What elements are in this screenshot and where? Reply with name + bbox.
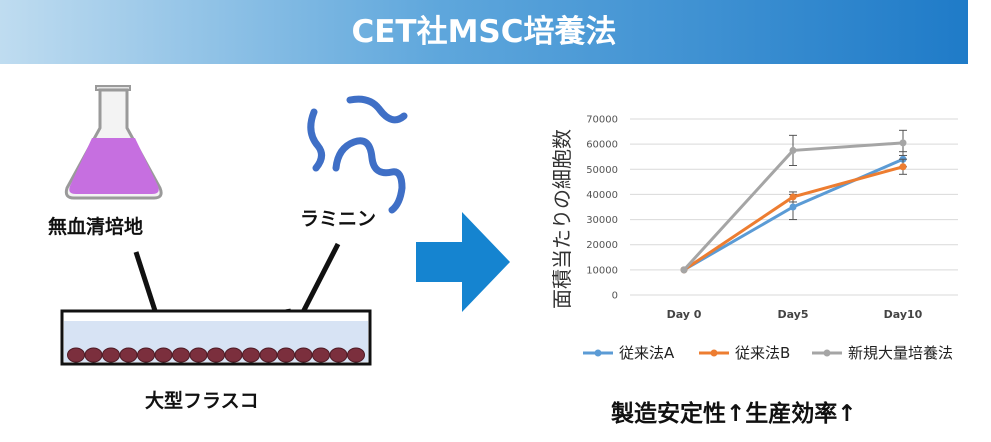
data-point: [899, 163, 907, 171]
cell: [277, 347, 295, 363]
conclusion-label: 製造安定性↑生産効率↑: [611, 401, 857, 427]
cell: [242, 347, 260, 363]
cell: [259, 347, 278, 363]
legend-label: 新規大量培養法: [848, 344, 953, 362]
process-arrow-icon: [416, 212, 510, 312]
cell-count-chart: 0 10000 20000 30000 40000 50000 60000 70000Day …: [550, 115, 958, 362]
cell: [189, 347, 208, 363]
y-tick-label: 50000: [586, 165, 618, 176]
y-axis-label: 面積当たりの細胞数: [550, 129, 574, 309]
y-tick-label: 40000: [586, 190, 618, 201]
y-tick-label: 70000: [586, 115, 618, 126]
page-title: CET社MSC培養法: [351, 14, 617, 50]
legend-marker: [594, 349, 602, 357]
y-tick-label: 0: [612, 291, 618, 302]
x-tick-label: Day5: [777, 308, 808, 321]
medium-label: 無血清培地: [48, 216, 144, 238]
data-point: [680, 266, 688, 274]
cell: [137, 347, 155, 363]
legend-marker: [710, 349, 718, 357]
x-tick-label: Day 0: [667, 308, 702, 321]
laminin-label: ラミニン: [300, 208, 377, 230]
cell: [102, 347, 120, 363]
cell: [224, 347, 243, 363]
cell: [67, 347, 85, 363]
flask-icon: [64, 85, 163, 200]
cell: [172, 347, 190, 363]
legend-label: 従来法A: [619, 344, 675, 362]
y-tick-label: 20000: [586, 240, 618, 251]
cell: [294, 347, 313, 363]
laminin-icon: [307, 95, 408, 214]
large-flask-vessel: [60, 309, 372, 366]
y-tick-label: 30000: [586, 215, 618, 226]
cell: [154, 347, 173, 363]
legend-label: 従来法B: [735, 344, 790, 362]
cell-layer: [67, 347, 365, 363]
cell: [207, 347, 225, 363]
y-tick-label: 60000: [586, 140, 618, 151]
cell: [347, 347, 365, 363]
y-tick-label: 10000: [586, 265, 618, 276]
data-point: [789, 146, 797, 154]
data-point: [789, 193, 797, 201]
data-point: [899, 139, 907, 147]
flask-label: 大型フラスコ: [145, 390, 259, 412]
x-tick-label: Day10: [884, 308, 923, 321]
cell: [119, 347, 138, 363]
header-banner: [0, 0, 968, 64]
legend-marker: [823, 349, 831, 357]
cell: [312, 347, 330, 363]
data-point: [789, 203, 797, 211]
cell: [84, 347, 103, 363]
cell: [329, 347, 348, 363]
